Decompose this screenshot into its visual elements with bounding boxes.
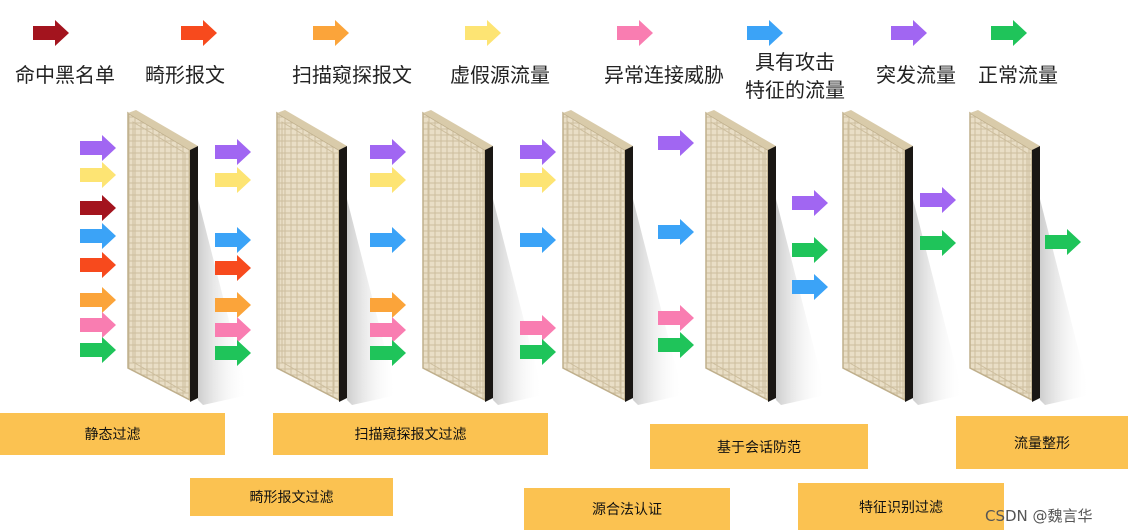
stage-signature-filter: 特征识别过滤: [798, 483, 1004, 530]
legend-label-malformed: 畸形报文: [145, 63, 225, 87]
legend-arrow-abnormal-icon: [617, 20, 653, 46]
legend-arrow-burst-icon: [891, 20, 927, 46]
stage-scan-filter: 扫描窥探报文过滤: [273, 413, 548, 455]
firewall-wall-6: [842, 110, 963, 405]
flow-arrow-normal-icon: [215, 340, 251, 366]
firewall-wall-7: [969, 110, 1090, 405]
flow-arrow-burst-icon: [792, 190, 828, 216]
legend-label-attack-line2: 特征的流量: [745, 78, 845, 102]
legend-arrow-blacklist-icon: [33, 20, 69, 46]
flow-arrow-burst-icon: [80, 135, 116, 161]
legend-label-attack-line1: 具有攻击: [755, 50, 835, 74]
legend-arrow-malformed-icon: [181, 20, 217, 46]
legend-label-burst: 突发流量: [876, 63, 956, 87]
firewall-wall-3: [422, 110, 543, 405]
flow-arrow-scan-icon: [80, 287, 116, 313]
flow-arrow-abnormal-icon: [370, 317, 406, 343]
stage-source-auth: 源合法认证: [524, 488, 730, 530]
flow-arrow-normal-icon: [658, 332, 694, 358]
flow-arrow-malformed-icon: [80, 252, 116, 278]
stage-malformed-filter: 畸形报文过滤: [190, 478, 393, 516]
flow-arrow-attack-icon: [80, 223, 116, 249]
flow-arrow-attack-icon: [215, 227, 251, 253]
flow-arrow-fake-icon: [215, 167, 251, 193]
watermark: CSDN @魏言华: [985, 507, 1093, 525]
legend-arrow-normal-icon: [991, 20, 1027, 46]
flow-arrow-burst-icon: [215, 139, 251, 165]
stage-session-defense: 基于会话防范: [650, 424, 868, 469]
legend-arrow-fake-icon: [465, 20, 501, 46]
flow-arrow-scan-icon: [370, 292, 406, 318]
legend-arrow-scan-icon: [313, 20, 349, 46]
flow-arrow-burst-icon: [370, 139, 406, 165]
firewall-wall-1: [127, 110, 248, 405]
legend-label-abnormal: 异常连接威胁: [604, 63, 724, 87]
flow-arrow-normal-icon: [792, 237, 828, 263]
flow-arrow-attack-icon: [658, 219, 694, 245]
flow-arrow-attack-icon: [792, 274, 828, 300]
flow-arrow-abnormal-icon: [658, 305, 694, 331]
flow-arrow-fake-icon: [520, 167, 556, 193]
flow-arrow-attack-icon: [370, 227, 406, 253]
flow-arrow-malformed-icon: [215, 255, 251, 281]
firewall-wall-4: [562, 110, 683, 405]
flow-arrow-normal-icon: [920, 230, 956, 256]
stage-traffic-shaping: 流量整形: [956, 416, 1128, 469]
legend-label-fake: 虚假源流量: [450, 63, 550, 87]
flow-arrow-scan-icon: [215, 292, 251, 318]
flow-arrow-normal-icon: [520, 339, 556, 365]
legend-label-normal: 正常流量: [978, 63, 1058, 87]
flow-arrow-normal-icon: [370, 340, 406, 366]
stage-static-filter: 静态过滤: [0, 413, 225, 455]
firewall-wall-5: [705, 110, 826, 405]
firewall-wall-2: [276, 110, 397, 405]
legend-label-blacklist: 命中黑名单: [15, 63, 115, 87]
flow-arrow-abnormal-icon: [215, 317, 251, 343]
legend-label-attack: 具有攻击 特征的流量: [745, 48, 845, 104]
flow-arrow-fake-icon: [80, 162, 116, 188]
flow-arrow-burst-icon: [920, 187, 956, 213]
legend-arrow-attack-icon: [747, 20, 783, 46]
flow-arrow-abnormal-icon: [80, 312, 116, 338]
flow-arrow-attack-icon: [520, 227, 556, 253]
flow-arrow-burst-icon: [520, 139, 556, 165]
flow-arrow-fake-icon: [370, 167, 406, 193]
flow-arrow-abnormal-icon: [520, 315, 556, 341]
flow-arrow-normal-icon: [80, 337, 116, 363]
legend-label-scan: 扫描窥探报文: [292, 63, 412, 87]
flow-arrow-blacklist-icon: [80, 195, 116, 221]
flow-arrow-normal-icon: [1045, 229, 1081, 255]
flow-arrow-burst-icon: [658, 130, 694, 156]
